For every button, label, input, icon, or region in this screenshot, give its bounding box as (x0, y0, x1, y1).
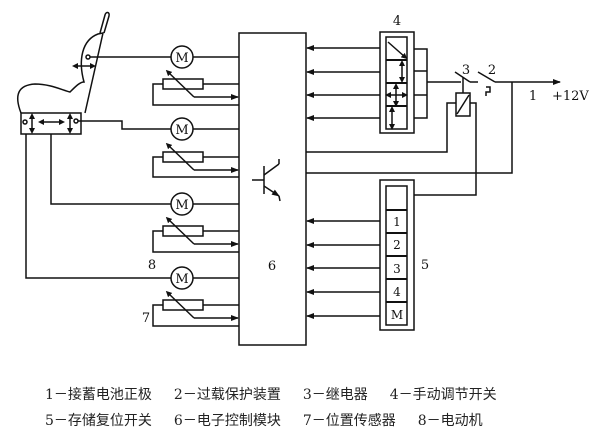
position-sensor-icon (152, 142, 239, 178)
relay (454, 71, 478, 117)
motor-icon: M (170, 266, 194, 290)
motor-icon: M (170, 117, 194, 141)
manual-adjust-switch[interactable] (379, 31, 455, 134)
position-sensor-icon (152, 216, 239, 253)
label-2: 2 (488, 63, 496, 78)
motor-sensor-row: M (152, 45, 239, 106)
memory-button-label: 2 (393, 238, 401, 252)
legend-item: 4－手动调节开关 (389, 387, 497, 403)
motor-sensor-row: M (152, 117, 239, 178)
label-4: 4 (393, 14, 401, 29)
label-5: 5 (421, 258, 429, 273)
label-6: 6 (268, 259, 276, 274)
legend-item: 5－存储复位开关 (45, 413, 152, 429)
legend-item: 8－电动机 (417, 413, 483, 429)
motor-icon: M (170, 192, 194, 216)
motor-sensor-row: M (152, 266, 239, 327)
label-8: 8 (148, 258, 156, 273)
legend-item: 7－位置传感器 (302, 413, 396, 429)
motor-sensor-row: M (152, 192, 239, 253)
overload-protection (477, 71, 561, 96)
label-7: 7 (142, 311, 150, 326)
memory-button-label: M (391, 308, 403, 322)
motor-label: M (175, 51, 188, 66)
motor-label: M (175, 123, 188, 138)
memory-button-label: 1 (393, 215, 401, 229)
legend-row-1: 1－接蓄电池正极 2－过载保护装置 3－继电器 4－手动调节开关 (45, 384, 519, 404)
voltage-label: +12V (552, 89, 589, 104)
label-3: 3 (462, 63, 470, 78)
memory-button-label: 4 (393, 285, 401, 299)
transistor-icon (252, 159, 281, 202)
motor-label: M (175, 198, 188, 213)
motor-icon: M (170, 45, 194, 69)
memory-button-label: 3 (393, 262, 401, 276)
control-module-box (238, 32, 307, 346)
legend-item: 1－接蓄电池正极 (45, 387, 152, 403)
label-1: 1 (529, 89, 537, 104)
memory-reset-switch[interactable] (379, 179, 415, 331)
legend-item: 3－继电器 (302, 387, 368, 403)
motor-label: M (175, 272, 188, 287)
legend-item: 2－过载保护装置 (173, 387, 281, 403)
position-sensor-icon (152, 290, 239, 327)
legend-item: 6－电子控制模块 (173, 413, 281, 429)
seat-icon (17, 11, 110, 135)
position-sensor-icon (152, 69, 239, 106)
legend-row-2: 5－存储复位开关 6－电子控制模块 7－位置传感器 8－电动机 (45, 410, 505, 430)
